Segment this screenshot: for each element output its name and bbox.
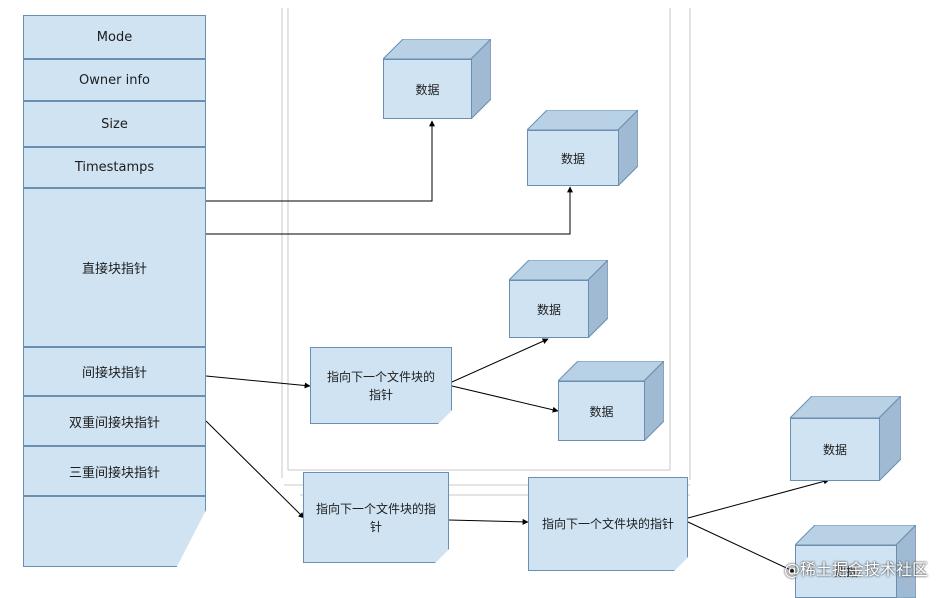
note-fold-1 bbox=[438, 410, 452, 424]
data-block-1: 数据 bbox=[383, 39, 491, 119]
arrow-note1-to-data4 bbox=[451, 385, 559, 413]
cube-shape-1 bbox=[383, 39, 491, 119]
data-block-6: 数据 bbox=[795, 525, 916, 598]
data-block-1-label: 数据 bbox=[383, 59, 472, 119]
cube-shape-2 bbox=[527, 110, 638, 186]
pointer-note-2: 指向下一个文件块的指针 bbox=[303, 472, 449, 563]
inode-field-mode: Mode bbox=[23, 15, 206, 59]
inode-field-direct-pointers: 直接块指针 bbox=[23, 188, 206, 347]
data-block-3-label: 数据 bbox=[509, 280, 589, 338]
arrow-direct-2 bbox=[206, 186, 573, 235]
pointer-note-2-label: 指向下一个文件块的指针 bbox=[316, 501, 437, 534]
data-block-5: 数据 bbox=[790, 396, 901, 481]
arrow-note3-to-data6 bbox=[687, 521, 796, 573]
cube-shape-4 bbox=[558, 361, 664, 441]
note-fold-2 bbox=[435, 549, 449, 563]
data-block-3: 数据 bbox=[509, 260, 608, 338]
arrow-direct-1 bbox=[206, 120, 435, 202]
inode-field-owner: Owner info bbox=[23, 59, 206, 101]
inode-field-triple-indirect: 三重间接块指针 bbox=[23, 446, 206, 496]
inode-field-blank bbox=[23, 496, 206, 567]
arrow-note2-to-note3 bbox=[448, 518, 529, 525]
inode-field-double-indirect: 双重间接块指针 bbox=[23, 396, 206, 446]
cube-shape-3 bbox=[509, 260, 608, 338]
pointer-note-1-label: 指向下一个文件块的指针 bbox=[326, 369, 435, 402]
data-block-4: 数据 bbox=[558, 361, 664, 441]
data-block-4-label: 数据 bbox=[558, 381, 645, 441]
arrow-indirect bbox=[205, 375, 311, 389]
arrow-note1-to-data3 bbox=[451, 338, 549, 383]
data-block-2: 数据 bbox=[527, 110, 638, 186]
data-block-2-label: 数据 bbox=[527, 130, 619, 186]
watermark-text: @稀土掘金技术社区 bbox=[783, 560, 928, 579]
cube-shape-5 bbox=[790, 396, 901, 481]
arrow-note3-to-data5 bbox=[687, 478, 830, 519]
pointer-note-1: 指向下一个文件块的指针 bbox=[310, 347, 452, 424]
inode-field-timestamps: Timestamps bbox=[23, 147, 206, 188]
data-block-5-label: 数据 bbox=[790, 418, 880, 481]
arrow-double-indirect bbox=[205, 420, 305, 519]
inode-field-indirect-pointer: 间接块指针 bbox=[23, 347, 206, 396]
pointer-note-3: 指向下一个文件块的指针 bbox=[528, 477, 688, 571]
note-fold-3 bbox=[674, 557, 688, 571]
inode-field-size: Size bbox=[23, 101, 206, 147]
pointer-note-3-label: 指向下一个文件块的指针 bbox=[541, 517, 674, 531]
